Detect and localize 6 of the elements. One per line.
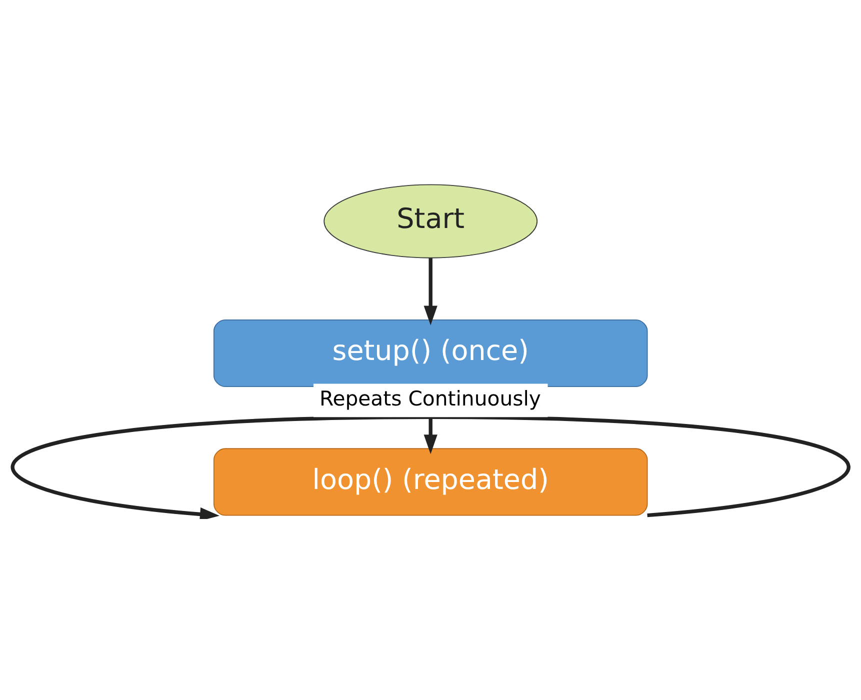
arrow (12, 415, 849, 519)
edge-label: Repeats Continuously (319, 386, 541, 411)
node-ellipse: Start (324, 184, 538, 258)
node-box: loop() (repeated) (213, 448, 648, 516)
node-box: setup() (once) (213, 319, 648, 388)
arrow (424, 258, 438, 326)
